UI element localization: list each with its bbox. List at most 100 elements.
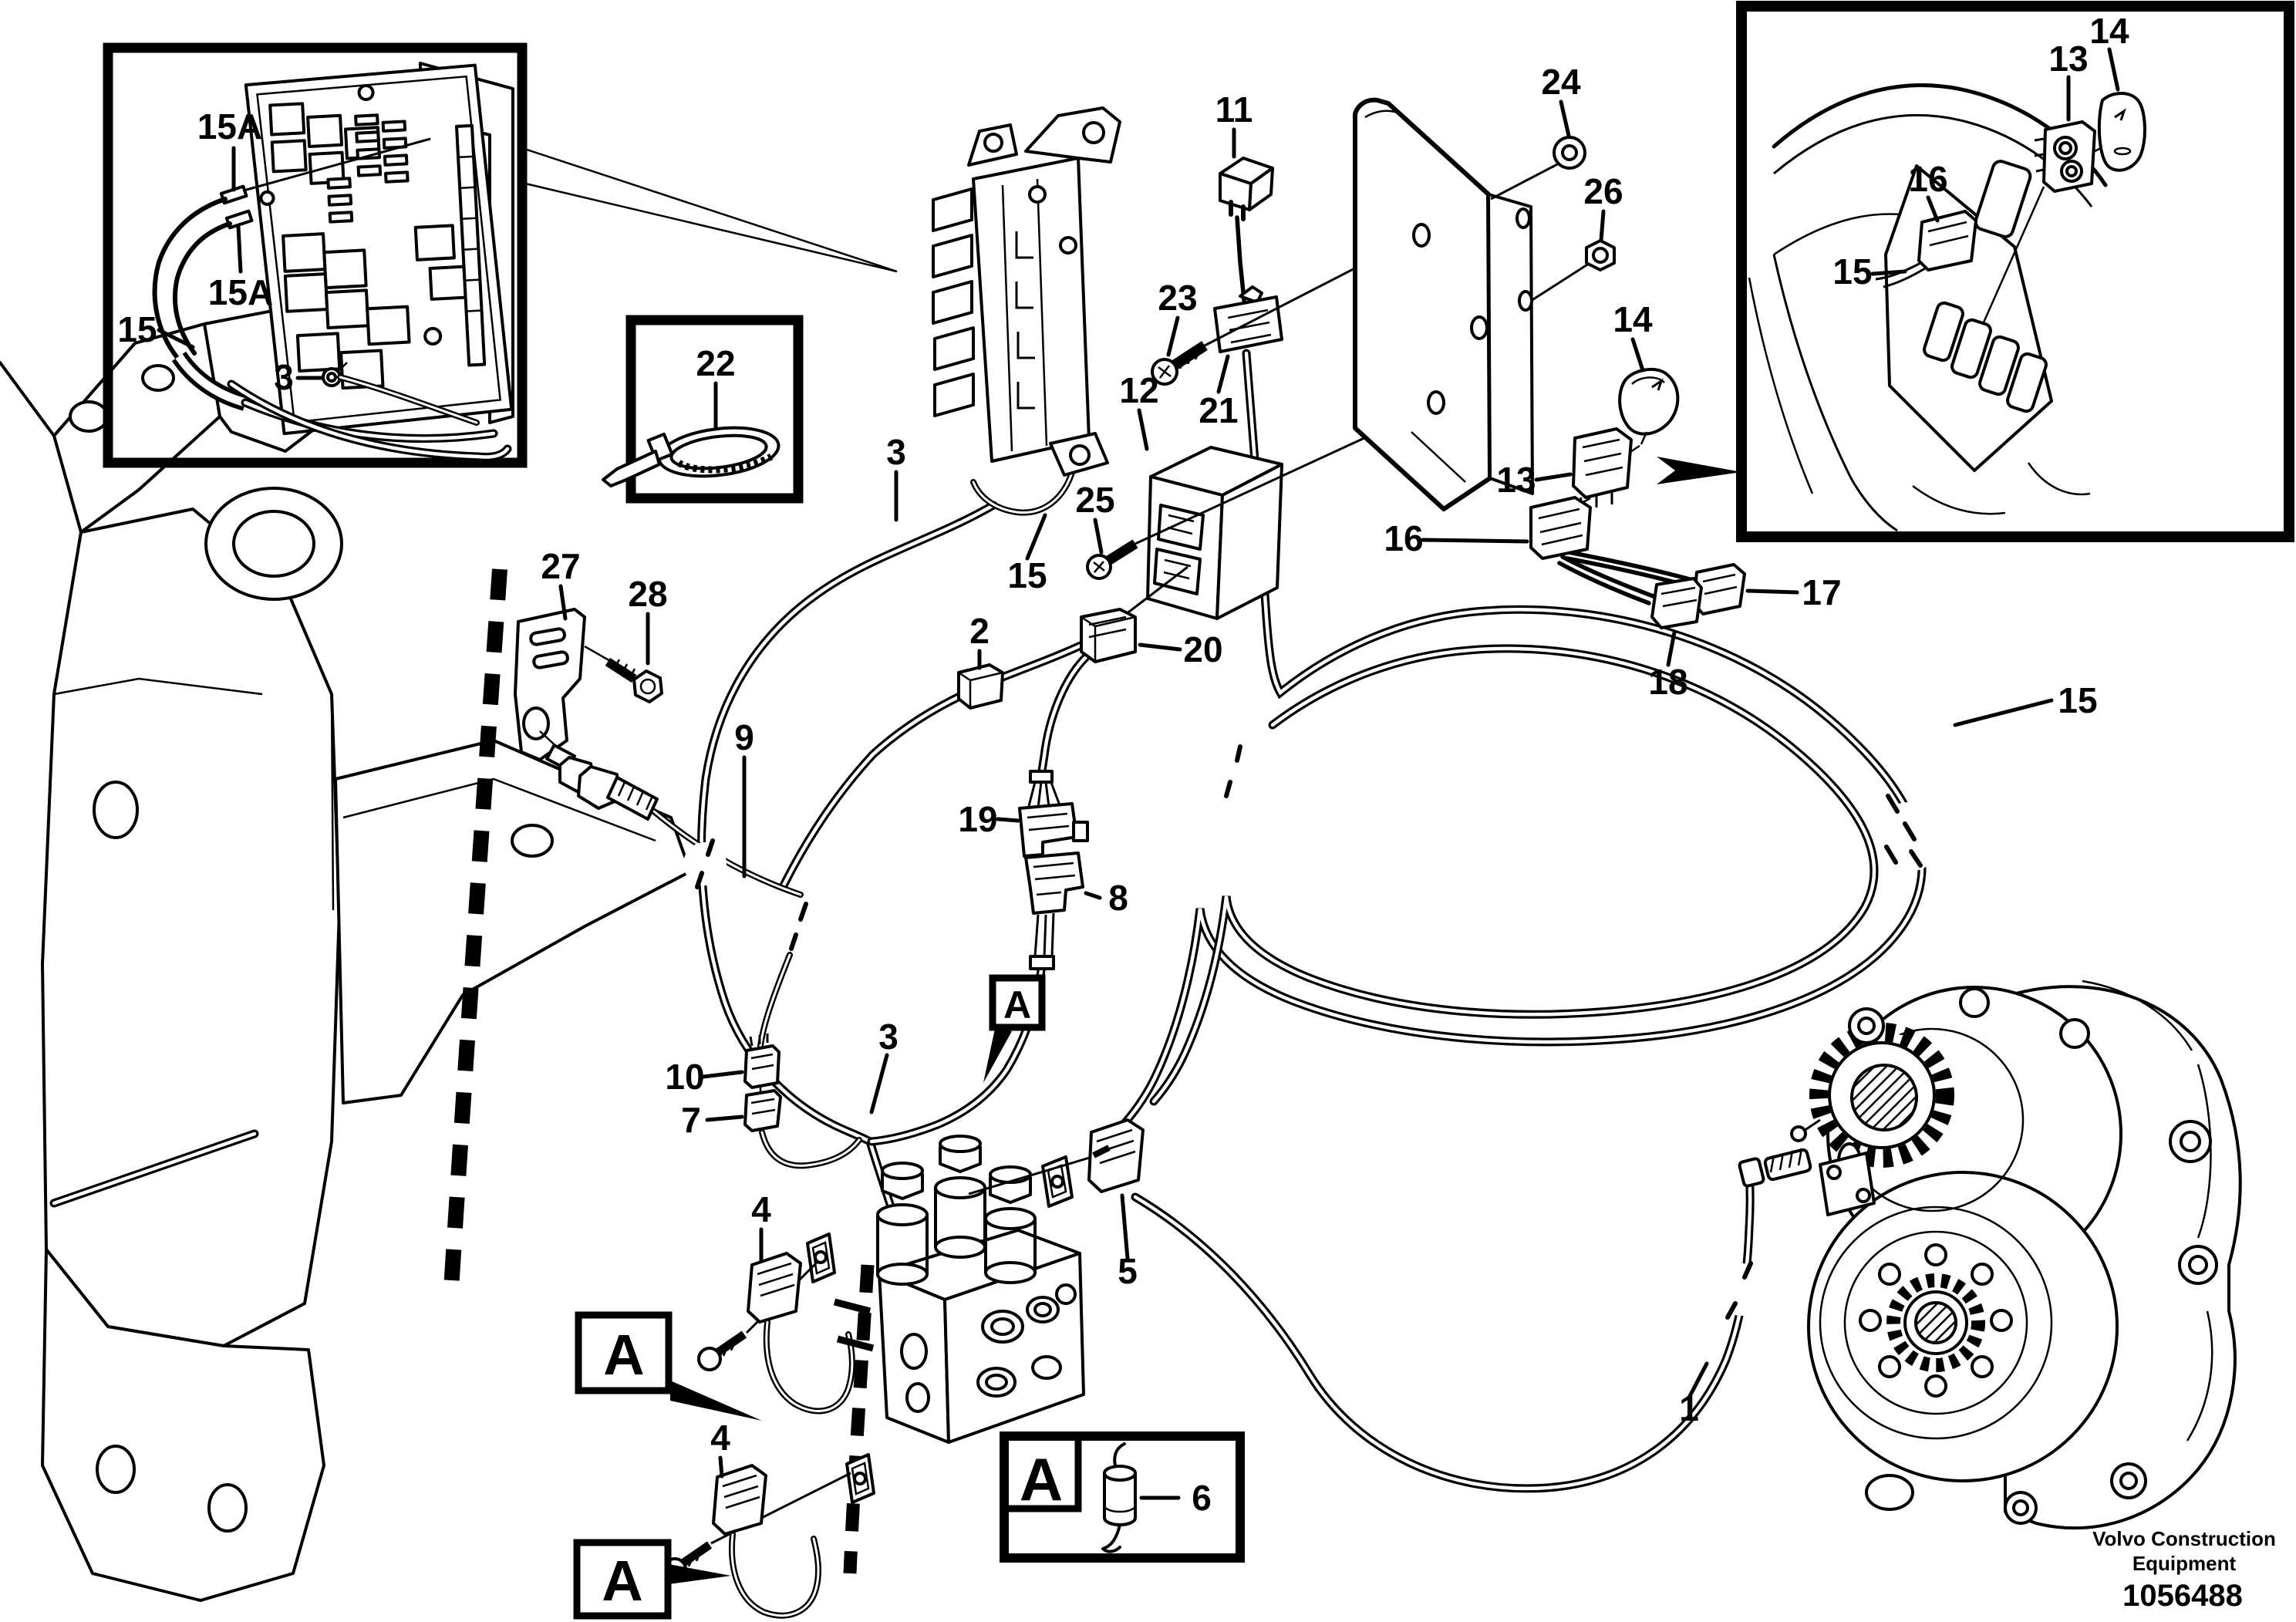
hub-drive-assembly [1738,980,2242,1530]
callout-9: 9 [734,717,754,757]
inset-relay-board [103,42,898,468]
inset-cable-tie [602,315,804,504]
callout-21: 21 [1199,390,1238,430]
callout-15a-upper: 15A [197,106,262,147]
callout-15-right: 15 [2058,680,2097,720]
callout-15-ecu: 15 [1007,555,1047,595]
callout-15a-lower: 15A [208,272,273,312]
connector-18 [1650,577,1703,629]
callout-5: 5 [1118,1251,1138,1291]
figure-number: 1056488 [2122,1579,2243,1613]
inset-connector-16 [1875,210,1977,288]
wiring-harness-cables [654,215,1944,1616]
callout-16-inset: 16 [1908,159,1947,199]
module-12 [1146,446,1283,620]
key-14 [1607,367,1680,468]
callout-12: 12 [1119,370,1158,410]
callout-8: 8 [1108,878,1128,918]
screw-23 [1151,234,1420,386]
footer: Volvo Construction Equipment 1056488 [2092,1527,2276,1613]
connector-10 [743,1034,781,1094]
callout-20: 20 [1183,629,1222,669]
brand-line-1: Volvo Construction [2092,1527,2276,1550]
callout-27: 27 [541,546,580,586]
solenoid-coil [984,1165,1037,1284]
callout-4-lower: 4 [710,1418,730,1458]
nut-26 [1530,239,1616,302]
ecu-control-module [932,106,1121,477]
bracket-27 [514,608,618,761]
callout-1: 1 [1679,1388,1699,1428]
leader-lines [157,47,2120,1500]
callout-15-inset: 15 [117,309,157,349]
speed-sensor-9 [545,744,659,821]
callout-7: 7 [681,1100,701,1140]
callout-26: 26 [1583,171,1623,211]
callout-3-inset: 3 [274,357,294,397]
callout-11: 11 [1215,89,1253,130]
callout-23: 23 [1158,278,1197,318]
section-marker-a2: A [575,1311,762,1421]
callout-3-mid: 3 [878,1017,899,1057]
callout-10: 10 [665,1057,704,1097]
callout-16-main: 16 [1384,518,1423,558]
section-a3-letter: A [602,1549,642,1613]
connector-20 [1080,565,1188,663]
relay-circuit-board [244,63,514,436]
callout-18: 18 [1648,662,1687,702]
inset-pointer-arrow [1657,457,1741,484]
wheel-studs [1859,1243,2013,1398]
gasket-lower [845,1453,875,1504]
callout-28: 28 [628,574,667,614]
gasket-upper [806,1233,836,1283]
connector-8 [1024,851,1084,970]
callout-24: 24 [1541,62,1581,102]
switch-13 [1572,427,1633,510]
connector-19 [1018,770,1089,858]
callout-25: 25 [1075,480,1114,520]
section-a2-letter: A [603,1323,644,1387]
speed-sensor-fitting [1738,1118,1821,1188]
section-a1-letter: A [1003,983,1031,1027]
callout-14-inset: 14 [2089,11,2129,51]
valve-block [833,1135,1085,1444]
solenoid-coil [934,1135,986,1259]
section-marker-a3: A [573,1539,731,1620]
callout-19: 19 [958,799,997,839]
connector-2 [957,663,1004,710]
callout-3-ecu: 3 [886,432,906,472]
callout-13-main: 13 [1496,460,1536,500]
connector-block-16 [1529,496,1592,560]
callout-13-inset: 13 [2048,39,2088,79]
section-marker-a1: A [983,974,1046,1083]
inset-switch-13 [2034,120,2096,193]
inset-rocker-cap-14 [2094,92,2146,172]
connector-7 [743,1089,782,1132]
relay [1219,157,1274,221]
solenoid-coil [876,1162,929,1286]
washer-24 [1490,136,1586,201]
solenoid-connector-4-lower [663,1464,851,1582]
bolt-28 [605,657,663,703]
callout-22: 22 [696,343,735,383]
callout-2: 2 [969,611,990,651]
inset-dashboard [1736,1,2294,542]
section-a6-letter: A [1020,1445,1063,1513]
dashed-routing-band [443,568,875,1574]
solenoid-connector-4-upper [697,1252,819,1371]
callout-6: 6 [1192,1478,1212,1518]
callout-15-inset-tr: 15 [1832,251,1872,292]
detail-box-a6: A [1000,1431,1245,1563]
loader-frame [0,303,692,1602]
connector-21 [1213,285,1283,353]
callout-labels: 15A 15A 15 3 22 11 23 21 12 25 20 2 3 15… [117,11,2129,1518]
diode-component-6 [1101,1442,1137,1553]
mounting-bracket [1353,97,1534,511]
hub-sensor-mount [1819,1152,1876,1216]
brand-line-2: Equipment [2132,1552,2237,1575]
callout-17: 17 [1802,572,1841,612]
solenoid-connector-5 [968,1118,1145,1195]
callout-4-upper: 4 [751,1189,771,1229]
